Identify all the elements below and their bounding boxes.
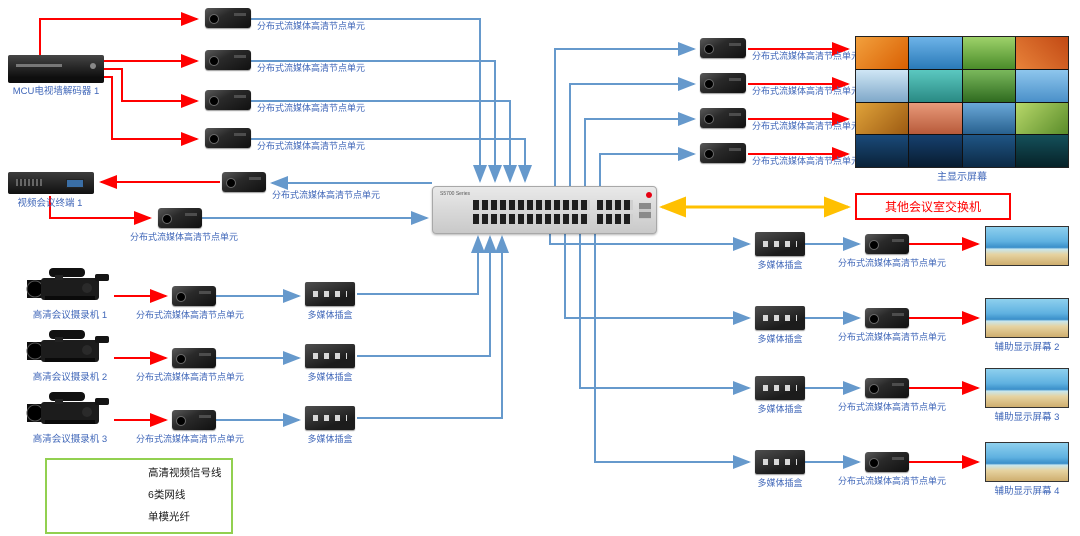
- aux-display-label: 辅助显示屏幕 2: [994, 342, 1060, 353]
- display-tile: [856, 135, 909, 167]
- terminal-device: [8, 172, 94, 194]
- switch-ports: [597, 214, 633, 224]
- stream-node-device: [865, 308, 909, 328]
- stream-node-label: 分布式流媒体高清节点单元: [257, 103, 366, 113]
- display-tile: [962, 135, 1015, 167]
- display-tile: [909, 69, 962, 102]
- switch-model-label: S5700 Series: [440, 191, 471, 197]
- display-tile: [962, 102, 1015, 135]
- stream-node-device: [700, 38, 746, 58]
- stream-node-device: [158, 208, 202, 228]
- display-tile: [1015, 37, 1068, 69]
- stream-node-label: 分布式流媒体高清节点单元: [130, 232, 239, 242]
- stream-node-label: 分布式流媒体高清节点单元: [136, 310, 245, 320]
- stream-node-device: [172, 286, 216, 306]
- stream-node-label: 分布式流媒体高清节点单元: [838, 476, 947, 486]
- stream-node-device: [865, 452, 909, 472]
- display-tile: [909, 135, 962, 167]
- stream-node-label: 分布式流媒体高清节点单元: [136, 434, 245, 444]
- display-tile: [962, 69, 1015, 102]
- media-box-label: 多媒体插盒: [757, 334, 803, 344]
- legend: [45, 458, 233, 534]
- stream-node-label: 分布式流媒体高清节点单元: [838, 332, 947, 342]
- main-display-label: 主显示屏幕: [937, 172, 987, 183]
- display-tile: [909, 102, 962, 135]
- stream-node-device: [205, 128, 251, 148]
- display-tile: [1015, 102, 1068, 135]
- legend-label-fiber: 单模光纤: [148, 511, 190, 523]
- aux-display-screen: [985, 442, 1069, 482]
- media-box-device: [755, 232, 805, 256]
- stream-node-label: 分布式流媒体高清节点单元: [752, 121, 861, 131]
- stream-node-device: [700, 143, 746, 163]
- terminal-label: 视频会议终端 1: [17, 198, 83, 209]
- media-box-label: 多媒体插盒: [307, 372, 353, 382]
- switch-ports: [597, 200, 633, 210]
- mcu-decoder-device: [8, 55, 104, 83]
- aux-display-screen: [985, 298, 1069, 338]
- stream-node-device: [865, 234, 909, 254]
- stream-node-device: [700, 73, 746, 93]
- mcu-decoder-label: MCU电视墙解码器 1: [12, 86, 100, 97]
- aux-display-screen: [985, 226, 1069, 266]
- display-tile: [1015, 69, 1068, 102]
- stream-node-label: 分布式流媒体高清节点单元: [136, 372, 245, 382]
- display-tile: [909, 37, 962, 69]
- media-box-label: 多媒体插盒: [757, 404, 803, 414]
- legend-label-cat6: 6类网线: [148, 489, 186, 501]
- camera-label: 高清会议摄录机 2: [32, 372, 108, 383]
- stream-node-label: 分布式流媒体高清节点单元: [257, 63, 366, 73]
- media-box-device: [755, 376, 805, 400]
- media-box-device: [755, 450, 805, 474]
- core-switch-device: S5700 Series: [432, 186, 657, 234]
- stream-node-device: [172, 410, 216, 430]
- other-switch-label: 其他会议室交换机: [884, 200, 981, 214]
- stream-node-label: 分布式流媒体高清节点单元: [257, 21, 366, 31]
- media-box-device: [305, 282, 355, 306]
- stream-node-label: 分布式流媒体高清节点单元: [752, 51, 861, 61]
- stream-node-device: [700, 108, 746, 128]
- stream-node-device: [222, 172, 266, 192]
- switch-sfp-slots: [639, 203, 651, 219]
- media-box-device: [755, 306, 805, 330]
- display-tile: [962, 37, 1015, 69]
- stream-node-label: 分布式流媒体高清节点单元: [838, 258, 947, 268]
- display-tile: [856, 69, 909, 102]
- stream-node-device: [172, 348, 216, 368]
- stream-node-label: 分布式流媒体高清节点单元: [752, 156, 861, 166]
- stream-node-label: 分布式流媒体高清节点单元: [752, 86, 861, 96]
- other-switch-box: 其他会议室交换机: [855, 193, 1011, 220]
- display-tile: [856, 102, 909, 135]
- switch-ports: [473, 214, 590, 224]
- stream-node-device: [205, 8, 251, 28]
- stream-node-device: [865, 378, 909, 398]
- huawei-logo-icon: [646, 192, 652, 198]
- camera-label: 高清会议摄录机 3: [32, 434, 108, 445]
- camera-icon: [26, 268, 109, 300]
- media-box-device: [305, 344, 355, 368]
- display-tile: [1015, 135, 1068, 167]
- aux-display-label: 辅助显示屏幕 3: [994, 412, 1060, 423]
- switch-ports: [473, 200, 590, 210]
- aux-display-screen: [985, 368, 1069, 408]
- stream-node-label: 分布式流媒体高清节点单元: [257, 141, 366, 151]
- media-box-device: [305, 406, 355, 430]
- media-box-label: 多媒体插盒: [757, 260, 803, 270]
- media-box-label: 多媒体插盒: [307, 310, 353, 320]
- media-box-label: 多媒体插盒: [307, 434, 353, 444]
- stream-node-label: 分布式流媒体高清节点单元: [838, 402, 947, 412]
- media-box-label: 多媒体插盒: [757, 478, 803, 488]
- stream-node-device: [205, 90, 251, 110]
- main-display-wall: [855, 36, 1069, 168]
- display-tile: [856, 37, 909, 69]
- aux-display-label: 辅助显示屏幕 4: [994, 486, 1060, 497]
- camera-label: 高清会议摄录机 1: [32, 310, 108, 321]
- legend-label-hd-video: 高清视频信号线: [148, 467, 222, 479]
- camera-icon: [26, 392, 109, 424]
- stream-node-device: [205, 50, 251, 70]
- camera-icon: [26, 330, 109, 362]
- stream-node-label: 分布式流媒体高清节点单元: [272, 190, 381, 200]
